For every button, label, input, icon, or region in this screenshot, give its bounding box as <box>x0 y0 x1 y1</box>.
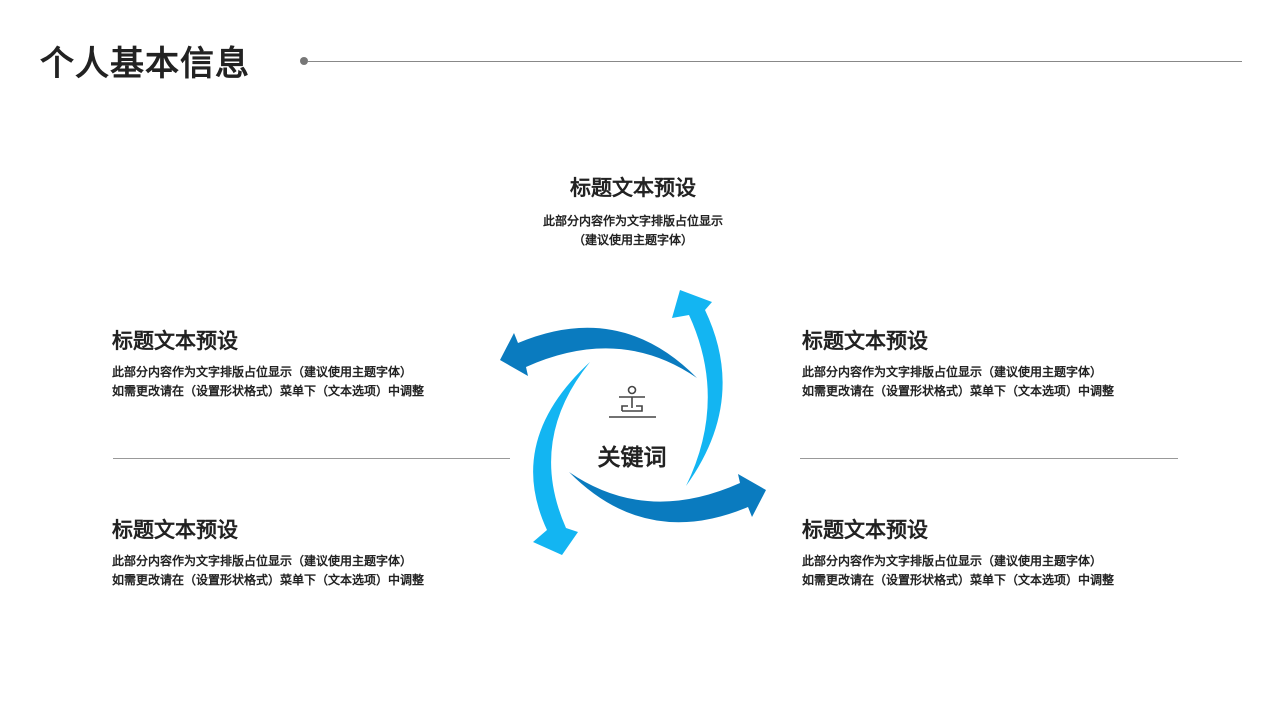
divider-right <box>800 458 1178 459</box>
block-title: 标题文本预设 <box>112 518 238 542</box>
arrow-top-left <box>500 327 697 378</box>
block-right-bottom: 标题文本预设 此部分内容作为文字排版占位显示（建议使用主题字体） 如需更改请在（… <box>802 514 1114 590</box>
block-text-2: 如需更改请在（设置形状格式）菜单下（文本选项）中调整 <box>112 573 425 587</box>
block-text-1: 此部分内容作为文字排版占位显示（建议使用主题字体） <box>802 365 1103 379</box>
block-title: 标题文本预设 <box>570 176 696 200</box>
block-text-2: 如需更改请在（设置形状格式）菜单下（文本选项）中调整 <box>802 384 1115 398</box>
block-right-top: 标题文本预设 此部分内容作为文字排版占位显示（建议使用主题字体） 如需更改请在（… <box>802 325 1114 401</box>
block-title: 标题文本预设 <box>112 329 238 353</box>
arrow-right-up <box>672 290 723 486</box>
block-text-1: 此部分内容作为文字排版占位显示（建议使用主题字体） <box>112 365 413 379</box>
block-text-1: 此部分内容作为文字排版占位显示（建议使用主题字体） <box>802 554 1103 568</box>
header-dot <box>300 57 308 65</box>
block-left-top: 标题文本预设 此部分内容作为文字排版占位显示（建议使用主题字体） 如需更改请在（… <box>112 325 424 401</box>
block-text-2: 如需更改请在（设置形状格式）菜单下（文本选项）中调整 <box>802 573 1115 587</box>
block-text-1: 此部分内容作为文字排版占位显示（建议使用主题字体） <box>112 554 413 568</box>
block-text-2: 如需更改请在（设置形状格式）菜单下（文本选项）中调整 <box>112 384 425 398</box>
page-title: 个人基本信息 <box>40 44 250 84</box>
block-text-2: （建议使用主题字体） <box>572 233 693 247</box>
block-title: 标题文本预设 <box>802 518 928 542</box>
podium-person-icon <box>609 385 656 418</box>
block-text-1: 此部分内容作为文字排版占位显示 <box>542 214 723 228</box>
center-keyword: 关键词 <box>597 445 667 471</box>
divider-left <box>113 458 510 459</box>
arrow-left-down <box>533 362 590 555</box>
block-left-bottom: 标题文本预设 此部分内容作为文字排版占位显示（建议使用主题字体） 如需更改请在（… <box>112 514 424 590</box>
block-title: 标题文本预设 <box>802 329 928 353</box>
block-top: 标题文本预设 此部分内容作为文字排版占位显示 （建议使用主题字体） <box>483 172 783 250</box>
arrow-bottom-right <box>569 472 766 523</box>
header-line <box>308 61 1242 62</box>
